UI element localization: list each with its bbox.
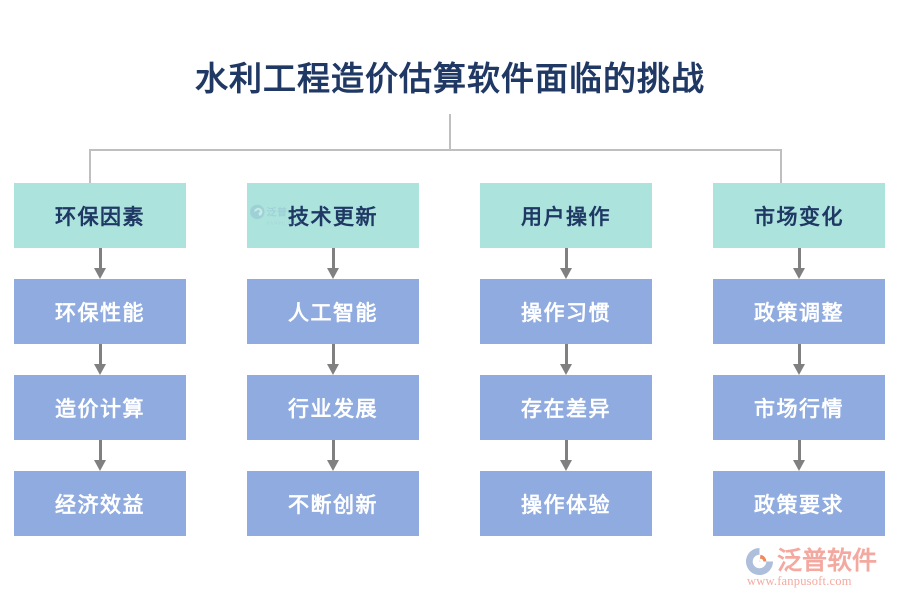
arrow-0-2 xyxy=(14,344,186,375)
arrow-shaft xyxy=(797,344,801,366)
brand-name: 泛普软件 xyxy=(777,547,878,575)
arrow-head-icon xyxy=(793,460,805,471)
arrow-0-1 xyxy=(14,248,186,279)
branch-item-0-0[interactable]: 环保性能 xyxy=(14,279,186,344)
brand-row: 泛普软件 xyxy=(745,546,877,576)
branch-item-label-1-2: 不断创新 xyxy=(288,492,378,517)
branch-column-2: 用户操作 操作习惯 存在差异 操作体验 xyxy=(480,183,652,536)
arrow-shaft xyxy=(797,440,801,462)
arrow-3-1 xyxy=(713,248,885,279)
branch-column-3: 市场变化 政策调整 市场行情 政策要求 xyxy=(713,183,885,536)
branch-head-label-3: 市场变化 xyxy=(754,204,844,229)
arrow-2-2 xyxy=(480,344,652,375)
branch-item-0-1[interactable]: 造价计算 xyxy=(14,375,186,440)
branch-item-label-3-0: 政策调整 xyxy=(754,300,844,325)
arrow-shaft xyxy=(98,440,102,462)
arrow-head-icon xyxy=(327,268,339,279)
arrow-shaft xyxy=(331,344,335,366)
branch-item-label-0-0: 环保性能 xyxy=(55,300,145,325)
arrow-head-icon xyxy=(327,460,339,471)
connector-drop-right xyxy=(780,149,782,185)
branch-column-0: 环保因素 环保性能 造价计算 经济效益 xyxy=(14,183,186,536)
arrow-shaft xyxy=(98,344,102,366)
branch-item-1-2[interactable]: 不断创新 xyxy=(247,471,419,536)
branch-item-0-2[interactable]: 经济效益 xyxy=(14,471,186,536)
arrow-head-icon xyxy=(793,364,805,375)
arrow-shaft xyxy=(98,248,102,270)
branch-item-label-3-2: 政策要求 xyxy=(754,492,844,517)
connector-drop-left xyxy=(89,149,91,185)
arrow-head-icon xyxy=(94,460,106,471)
branch-item-3-2[interactable]: 政策要求 xyxy=(713,471,885,536)
branch-head-1[interactable]: 泛普 FANPU SOFT 技术更新 xyxy=(247,183,419,248)
svg-text:泛普: 泛普 xyxy=(267,206,288,219)
branch-item-label-1-0: 人工智能 xyxy=(288,300,378,325)
branch-item-2-0[interactable]: 操作习惯 xyxy=(480,279,652,344)
branch-head-label-1: 技术更新 xyxy=(288,204,378,229)
arrow-shaft xyxy=(797,248,801,270)
branch-item-2-2[interactable]: 操作体验 xyxy=(480,471,652,536)
brand-logo: 泛普软件 www.fanpusoft.com xyxy=(745,546,890,592)
arrow-shaft xyxy=(331,248,335,270)
branch-item-label-2-0: 操作习惯 xyxy=(521,300,611,325)
branch-item-label-1-1: 行业发展 xyxy=(288,396,378,421)
branch-head-0[interactable]: 环保因素 xyxy=(14,183,186,248)
connector-stem xyxy=(449,114,451,150)
arrow-head-icon xyxy=(793,268,805,279)
branch-item-label-0-2: 经济效益 xyxy=(55,492,145,517)
branch-item-label-2-1: 存在差异 xyxy=(521,396,611,421)
branch-item-3-1[interactable]: 市场行情 xyxy=(713,375,885,440)
arrow-3-3 xyxy=(713,440,885,471)
fanpu-swirl-icon xyxy=(745,547,774,575)
arrow-head-icon xyxy=(560,460,572,471)
branch-item-1-1[interactable]: 行业发展 xyxy=(247,375,419,440)
arrow-shaft xyxy=(564,344,568,366)
arrow-head-icon xyxy=(94,268,106,279)
arrow-shaft xyxy=(564,248,568,270)
brand-url: www.fanpusoft.com xyxy=(747,574,852,588)
branch-head-label-0: 环保因素 xyxy=(55,204,145,229)
branch-column-1: 泛普 FANPU SOFT 技术更新 人工智能 行业发展 不断创新 xyxy=(247,183,419,536)
branch-item-3-0[interactable]: 政策调整 xyxy=(713,279,885,344)
branch-head-label-2: 用户操作 xyxy=(521,204,611,229)
connector-horizontal-bar xyxy=(89,149,782,151)
arrow-1-1 xyxy=(247,248,419,279)
arrow-0-3 xyxy=(14,440,186,471)
branch-item-label-2-2: 操作体验 xyxy=(521,492,611,517)
branch-item-2-1[interactable]: 存在差异 xyxy=(480,375,652,440)
page-title: 水利工程造价估算软件面临的挑战 xyxy=(195,62,705,98)
arrow-1-2 xyxy=(247,344,419,375)
branch-item-label-3-1: 市场行情 xyxy=(754,396,844,421)
arrow-head-icon xyxy=(560,268,572,279)
arrow-shaft xyxy=(564,440,568,462)
branch-head-3[interactable]: 市场变化 xyxy=(713,183,885,248)
arrow-head-icon xyxy=(94,364,106,375)
branch-item-label-0-1: 造价计算 xyxy=(55,396,145,421)
arrow-2-3 xyxy=(480,440,652,471)
arrow-3-2 xyxy=(713,344,885,375)
arrow-shaft xyxy=(331,440,335,462)
arrow-head-icon xyxy=(560,364,572,375)
arrow-head-icon xyxy=(327,364,339,375)
arrow-2-1 xyxy=(480,248,652,279)
arrow-1-3 xyxy=(247,440,419,471)
branch-item-1-0[interactable]: 人工智能 xyxy=(247,279,419,344)
branch-head-2[interactable]: 用户操作 xyxy=(480,183,652,248)
